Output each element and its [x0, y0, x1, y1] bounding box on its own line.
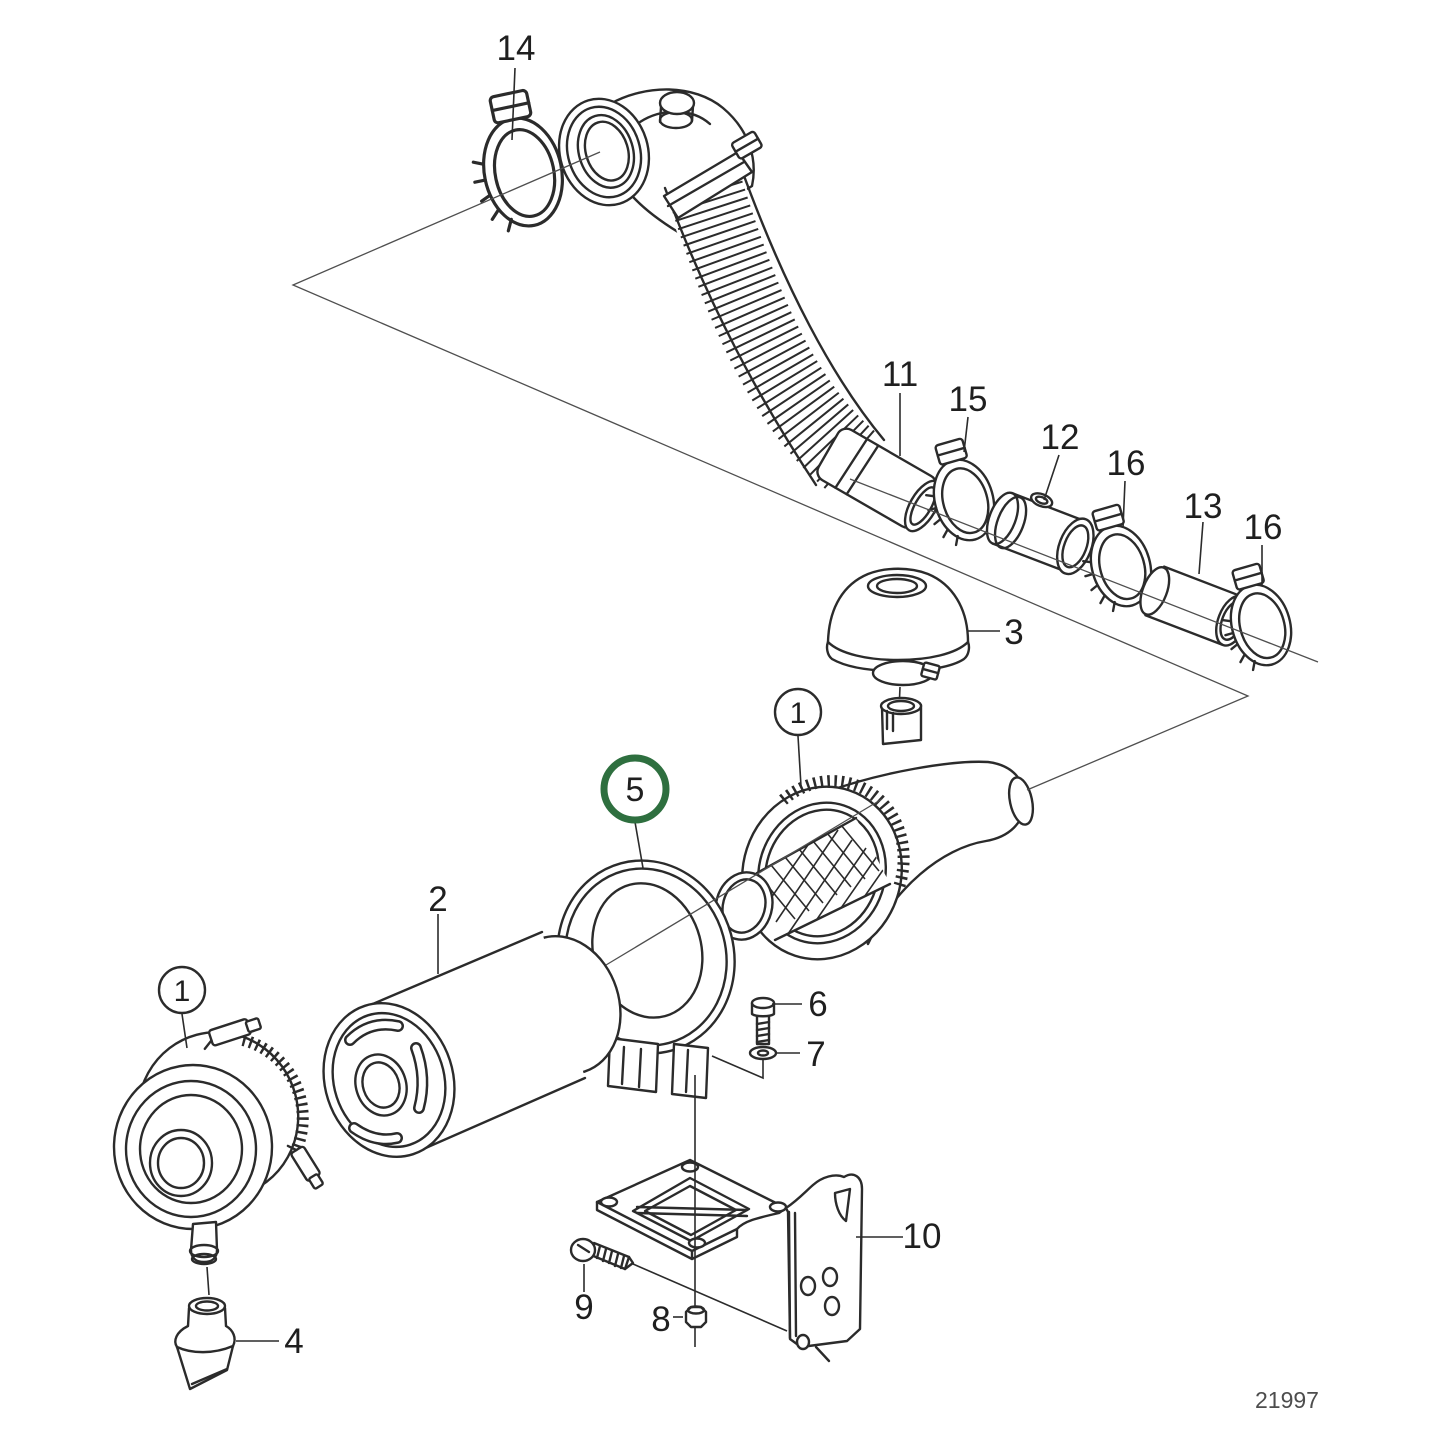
- housing-inlet-neck: [879, 696, 923, 746]
- callout-6: 6: [808, 985, 827, 1024]
- cover-latch-top: [203, 1017, 262, 1051]
- callout-13: 13: [1184, 487, 1223, 526]
- part-6-bolt: [750, 996, 776, 1046]
- part-9-screw: [569, 1237, 788, 1332]
- callout-2: 2: [428, 880, 447, 919]
- part-8-nut: [684, 1305, 708, 1329]
- callout-15: 15: [949, 380, 988, 419]
- hose-corrugated: [663, 160, 886, 491]
- part-7-washer: [711, 1045, 778, 1080]
- cover-latch-side: [286, 1144, 324, 1190]
- cover-drain-spout: [188, 1220, 220, 1266]
- highlight-circle: [600, 754, 670, 824]
- callout-1-right: 1: [773, 687, 823, 737]
- callout-5-highlighted: 5: [600, 754, 670, 824]
- callout-14: 14: [497, 29, 536, 68]
- svg-text:1: 1: [790, 697, 807, 730]
- part-1-right-housing: [714, 696, 1035, 961]
- housing-mesh-element: [714, 816, 892, 942]
- svg-text:1: 1: [174, 975, 191, 1008]
- elbow-cap-nub: [658, 90, 696, 130]
- callout-labels: 14 11 15 12 16 13 16 3 2 6 7 10 9 8 4 1 …: [157, 29, 1283, 1361]
- callout-12: 12: [1041, 418, 1080, 457]
- callout-11: 11: [882, 355, 918, 394]
- svg-text:5: 5: [626, 771, 645, 809]
- callout-7: 7: [806, 1035, 825, 1074]
- part-12-connector-pipe: [985, 491, 1095, 576]
- part-1-left-housing-cover: [112, 1017, 324, 1266]
- callout-4: 4: [284, 1322, 303, 1361]
- part-10-mounting-bracket: [595, 1158, 864, 1363]
- callout-leader-lines: [181, 67, 1263, 1342]
- callout-16b: 16: [1244, 508, 1283, 547]
- bracket-flange: [784, 1173, 864, 1363]
- part-3-intake-cap: [825, 567, 971, 673]
- elbow-flange: [557, 97, 651, 207]
- callout-3: 3: [1004, 613, 1023, 652]
- callout-1-left: 1: [157, 965, 207, 1015]
- cap-neck-clamp: [871, 659, 941, 687]
- part-11-hose-cuff: [816, 427, 943, 533]
- drawing-number: 21997: [1255, 1387, 1319, 1413]
- callout-9: 9: [574, 1288, 593, 1327]
- filter-end-slots: [344, 1018, 429, 1146]
- callout-8: 8: [651, 1300, 670, 1339]
- callout-16a: 16: [1107, 444, 1146, 483]
- part-4-drain-valve: [174, 1296, 236, 1391]
- part-2-filter-element: [322, 930, 622, 1158]
- callout-10: 10: [903, 1217, 942, 1256]
- construction-lines: [291, 151, 1319, 966]
- hose-clamp-on-elbow: [662, 130, 763, 220]
- housing-ribbed-band: [779, 775, 910, 889]
